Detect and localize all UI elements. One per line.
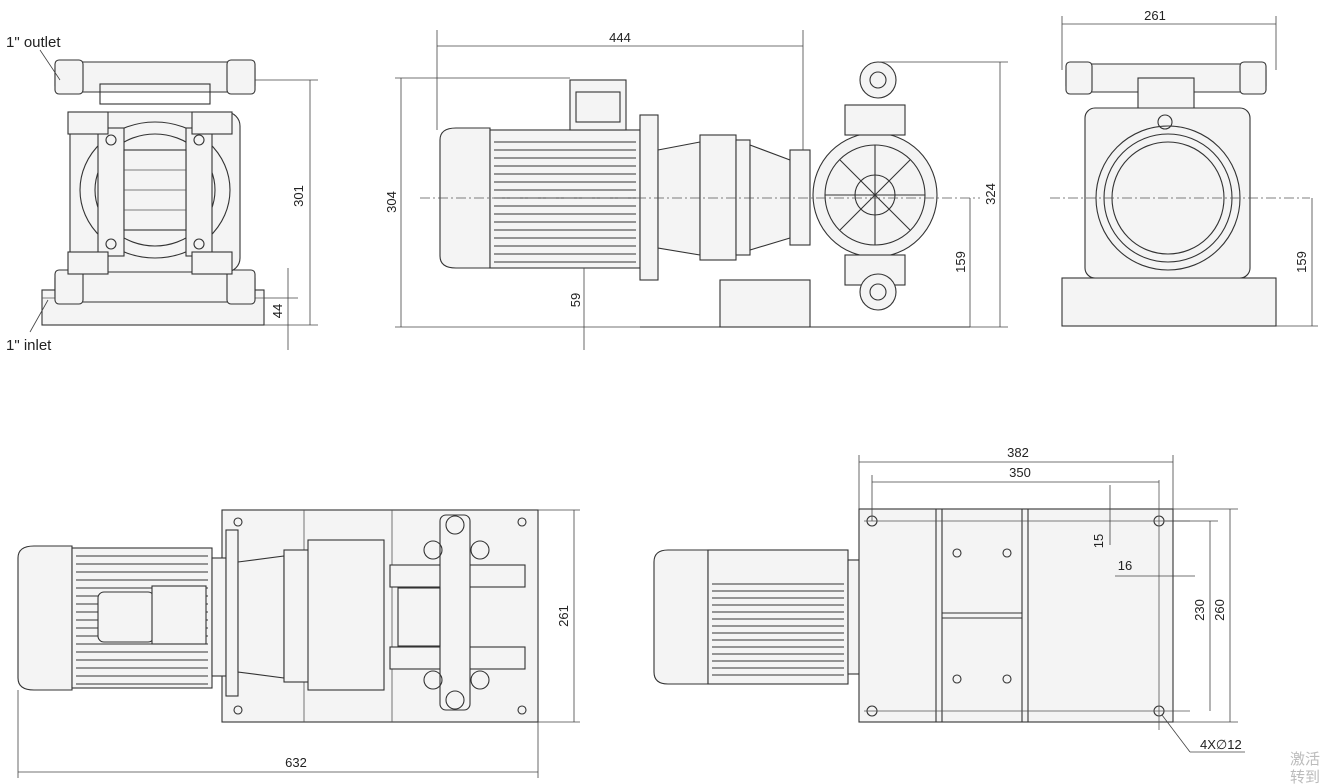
watermark-line1: 激活: [1290, 750, 1320, 768]
dim-rear-center: 159: [1294, 251, 1309, 273]
dim-side-length: 444: [609, 30, 631, 45]
base-plan-view: 382 350 15 16 230 260 4X∅12: [653, 445, 1245, 753]
dim-front-base: 44: [270, 304, 285, 318]
watermark-line2: 转到: [1290, 768, 1320, 784]
dim-base-edge-y: 15: [1091, 534, 1106, 548]
dim-side-center: 159: [953, 251, 968, 273]
dim-base-width: 260: [1212, 599, 1227, 621]
dim-top-width: 261: [556, 605, 571, 627]
rear-view: 261 159: [1050, 8, 1318, 327]
hole-callout: 4X∅12: [1200, 737, 1242, 752]
dim-side-pump-height: 324: [983, 183, 998, 205]
dim-side-foot: 59: [568, 293, 583, 307]
dim-side-height: 304: [384, 191, 399, 213]
dim-base-hole-length: 350: [1009, 465, 1031, 480]
dim-front-height: 301: [291, 185, 306, 207]
top-view: 261 632: [17, 509, 580, 778]
inlet-label: 1" inlet: [6, 337, 52, 354]
dim-top-length: 632: [285, 755, 307, 770]
dim-rear-width: 261: [1144, 8, 1166, 23]
side-view: 444 304 324 159 59: [384, 30, 1008, 350]
dim-base-outer-length: 382: [1007, 445, 1029, 460]
dim-base-hole-width: 230: [1192, 599, 1207, 621]
front-view: 301 44 1" outlet 1" inlet: [6, 34, 318, 354]
dim-base-edge-x: 16: [1118, 558, 1132, 573]
outlet-label: 1" outlet: [6, 34, 61, 51]
